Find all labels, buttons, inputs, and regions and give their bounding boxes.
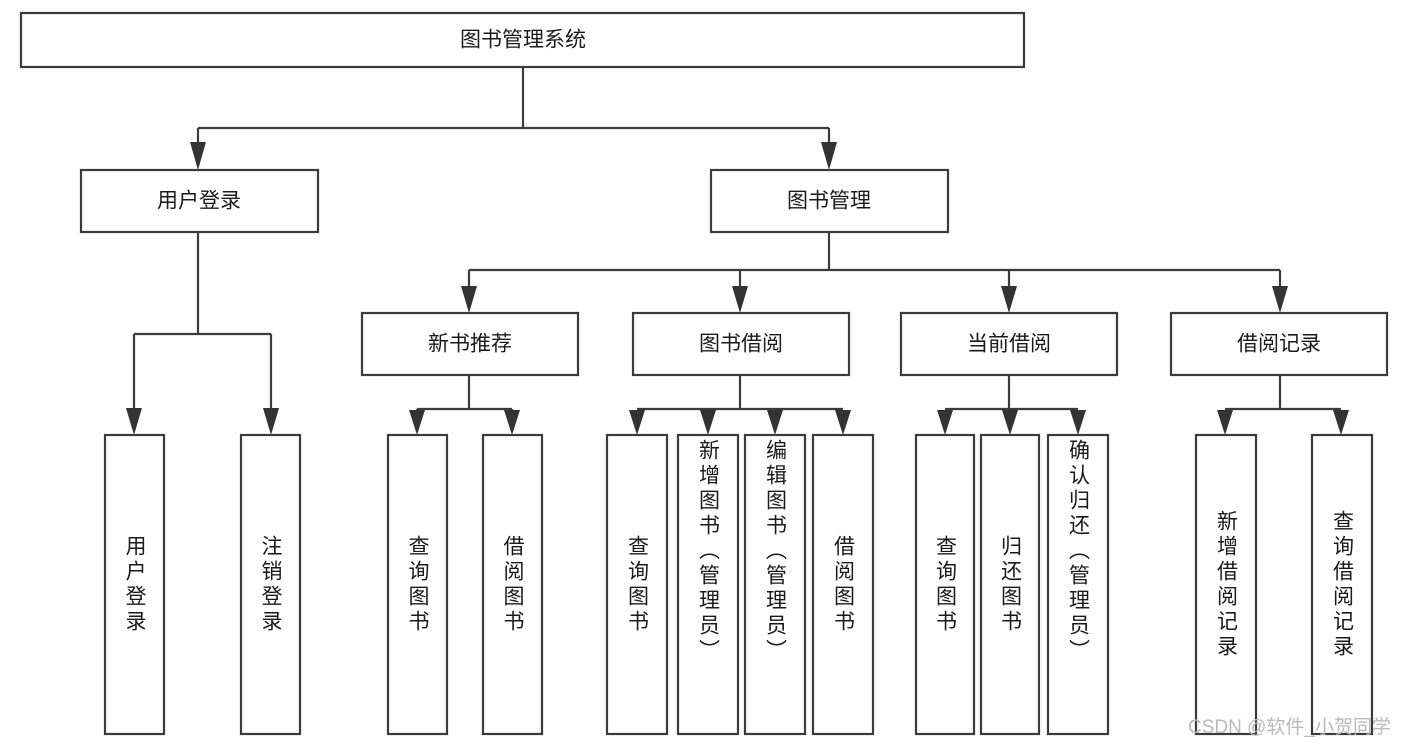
arrow-leaf-borrow-book-1-icon [504,410,520,435]
node-borrow-record-label: 借阅记录 [1237,333,1321,356]
connectors-root-to-level2 [190,67,837,170]
leaf-box-query-book-1[interactable] [386,433,449,736]
arrow-leaf-query-book-3-icon [937,410,953,435]
arrow-leaf-logout-icon [263,408,279,435]
leaf-box-add-record[interactable] [1194,433,1258,736]
leaf-box-query-record[interactable] [1310,433,1374,736]
leaf-boxes-book-borrow [605,433,875,736]
node-book-borrow-label: 图书借阅 [699,333,783,356]
leaf-boxes-new-book-recommend [386,433,544,736]
leaf-box-query-book-3[interactable] [914,433,976,736]
arrow-leaf-edit-book-icon [767,410,783,435]
arrow-leaf-user-login-icon [126,408,142,435]
node-borrow-record[interactable]: 借阅记录 [1169,311,1389,377]
leaf-box-return-book[interactable] [979,433,1041,736]
arrow-leaf-return-book-icon [1002,410,1018,435]
leaf-box-user-login[interactable] [103,433,166,736]
arrow-leaf-query-record-icon [1333,410,1349,435]
node-new-book-recommend-box[interactable] [360,311,580,377]
arrow-leaf-borrow-book-2-icon [835,410,851,435]
connectors-current-borrow-to-leaves [937,375,1086,435]
node-root[interactable]: 图书管理系统 [19,11,1026,69]
node-book-manage[interactable]: 图书管理 [709,168,950,234]
node-root-box[interactable] [19,11,1026,69]
node-current-borrow-box[interactable] [899,311,1119,377]
leaf-boxes-current-borrow [914,433,1110,736]
arrow-to-borrow-record-icon [1272,286,1288,313]
leaf-box-add-book[interactable] [676,433,740,736]
arrow-leaf-confirm-return-icon [1070,410,1086,435]
arrow-to-user-login-icon [190,142,206,170]
connectors-borrow-record-to-leaves [1217,375,1349,435]
leaf-box-confirm-return[interactable] [1046,433,1110,736]
connectors-new-book-to-leaves [409,375,520,435]
leaf-box-query-book-2[interactable] [605,433,669,736]
arrow-leaf-add-record-icon [1217,410,1233,435]
node-current-borrow[interactable]: 当前借阅 [899,311,1119,377]
leaf-box-logout[interactable] [239,433,302,736]
leaf-boxes-borrow-record [1194,433,1374,736]
leaf-boxes-user-login [103,433,302,736]
connectors-book-manage-to-level3 [461,232,1288,313]
csdn-watermark: CSDN @软件_小贺同学 [1188,717,1391,738]
arrow-to-book-borrow-icon [732,286,748,313]
node-user-login-box[interactable] [79,168,320,234]
leaf-box-borrow-book-2[interactable] [811,433,875,736]
connectors-book-borrow-to-leaves [629,375,851,435]
node-current-borrow-label: 当前借阅 [967,333,1051,356]
arrow-to-book-manage-icon [821,142,837,170]
arrow-leaf-query-book-1-icon [409,410,425,435]
connectors-user-login-to-leaves [126,232,279,435]
arrow-to-new-book-icon [461,286,477,313]
node-book-manage-box[interactable] [709,168,950,234]
node-new-book-recommend[interactable]: 新书推荐 [360,311,580,377]
node-user-login-label: 用户登录 [157,190,241,213]
node-new-book-recommend-label: 新书推荐 [428,333,512,356]
arrow-leaf-query-book-2-icon [629,410,645,435]
node-borrow-record-box[interactable] [1169,311,1389,377]
node-root-label: 图书管理系统 [460,29,586,52]
arrow-leaf-add-book-icon [700,410,716,435]
node-book-manage-label: 图书管理 [787,190,871,213]
arrow-to-current-borrow-icon [1001,286,1017,313]
node-user-login[interactable]: 用户登录 [79,168,320,234]
leaf-box-borrow-book-1[interactable] [481,433,544,736]
node-book-borrow[interactable]: 图书借阅 [631,311,851,377]
leaf-box-edit-book[interactable] [743,433,807,736]
node-book-borrow-box[interactable] [631,311,851,377]
